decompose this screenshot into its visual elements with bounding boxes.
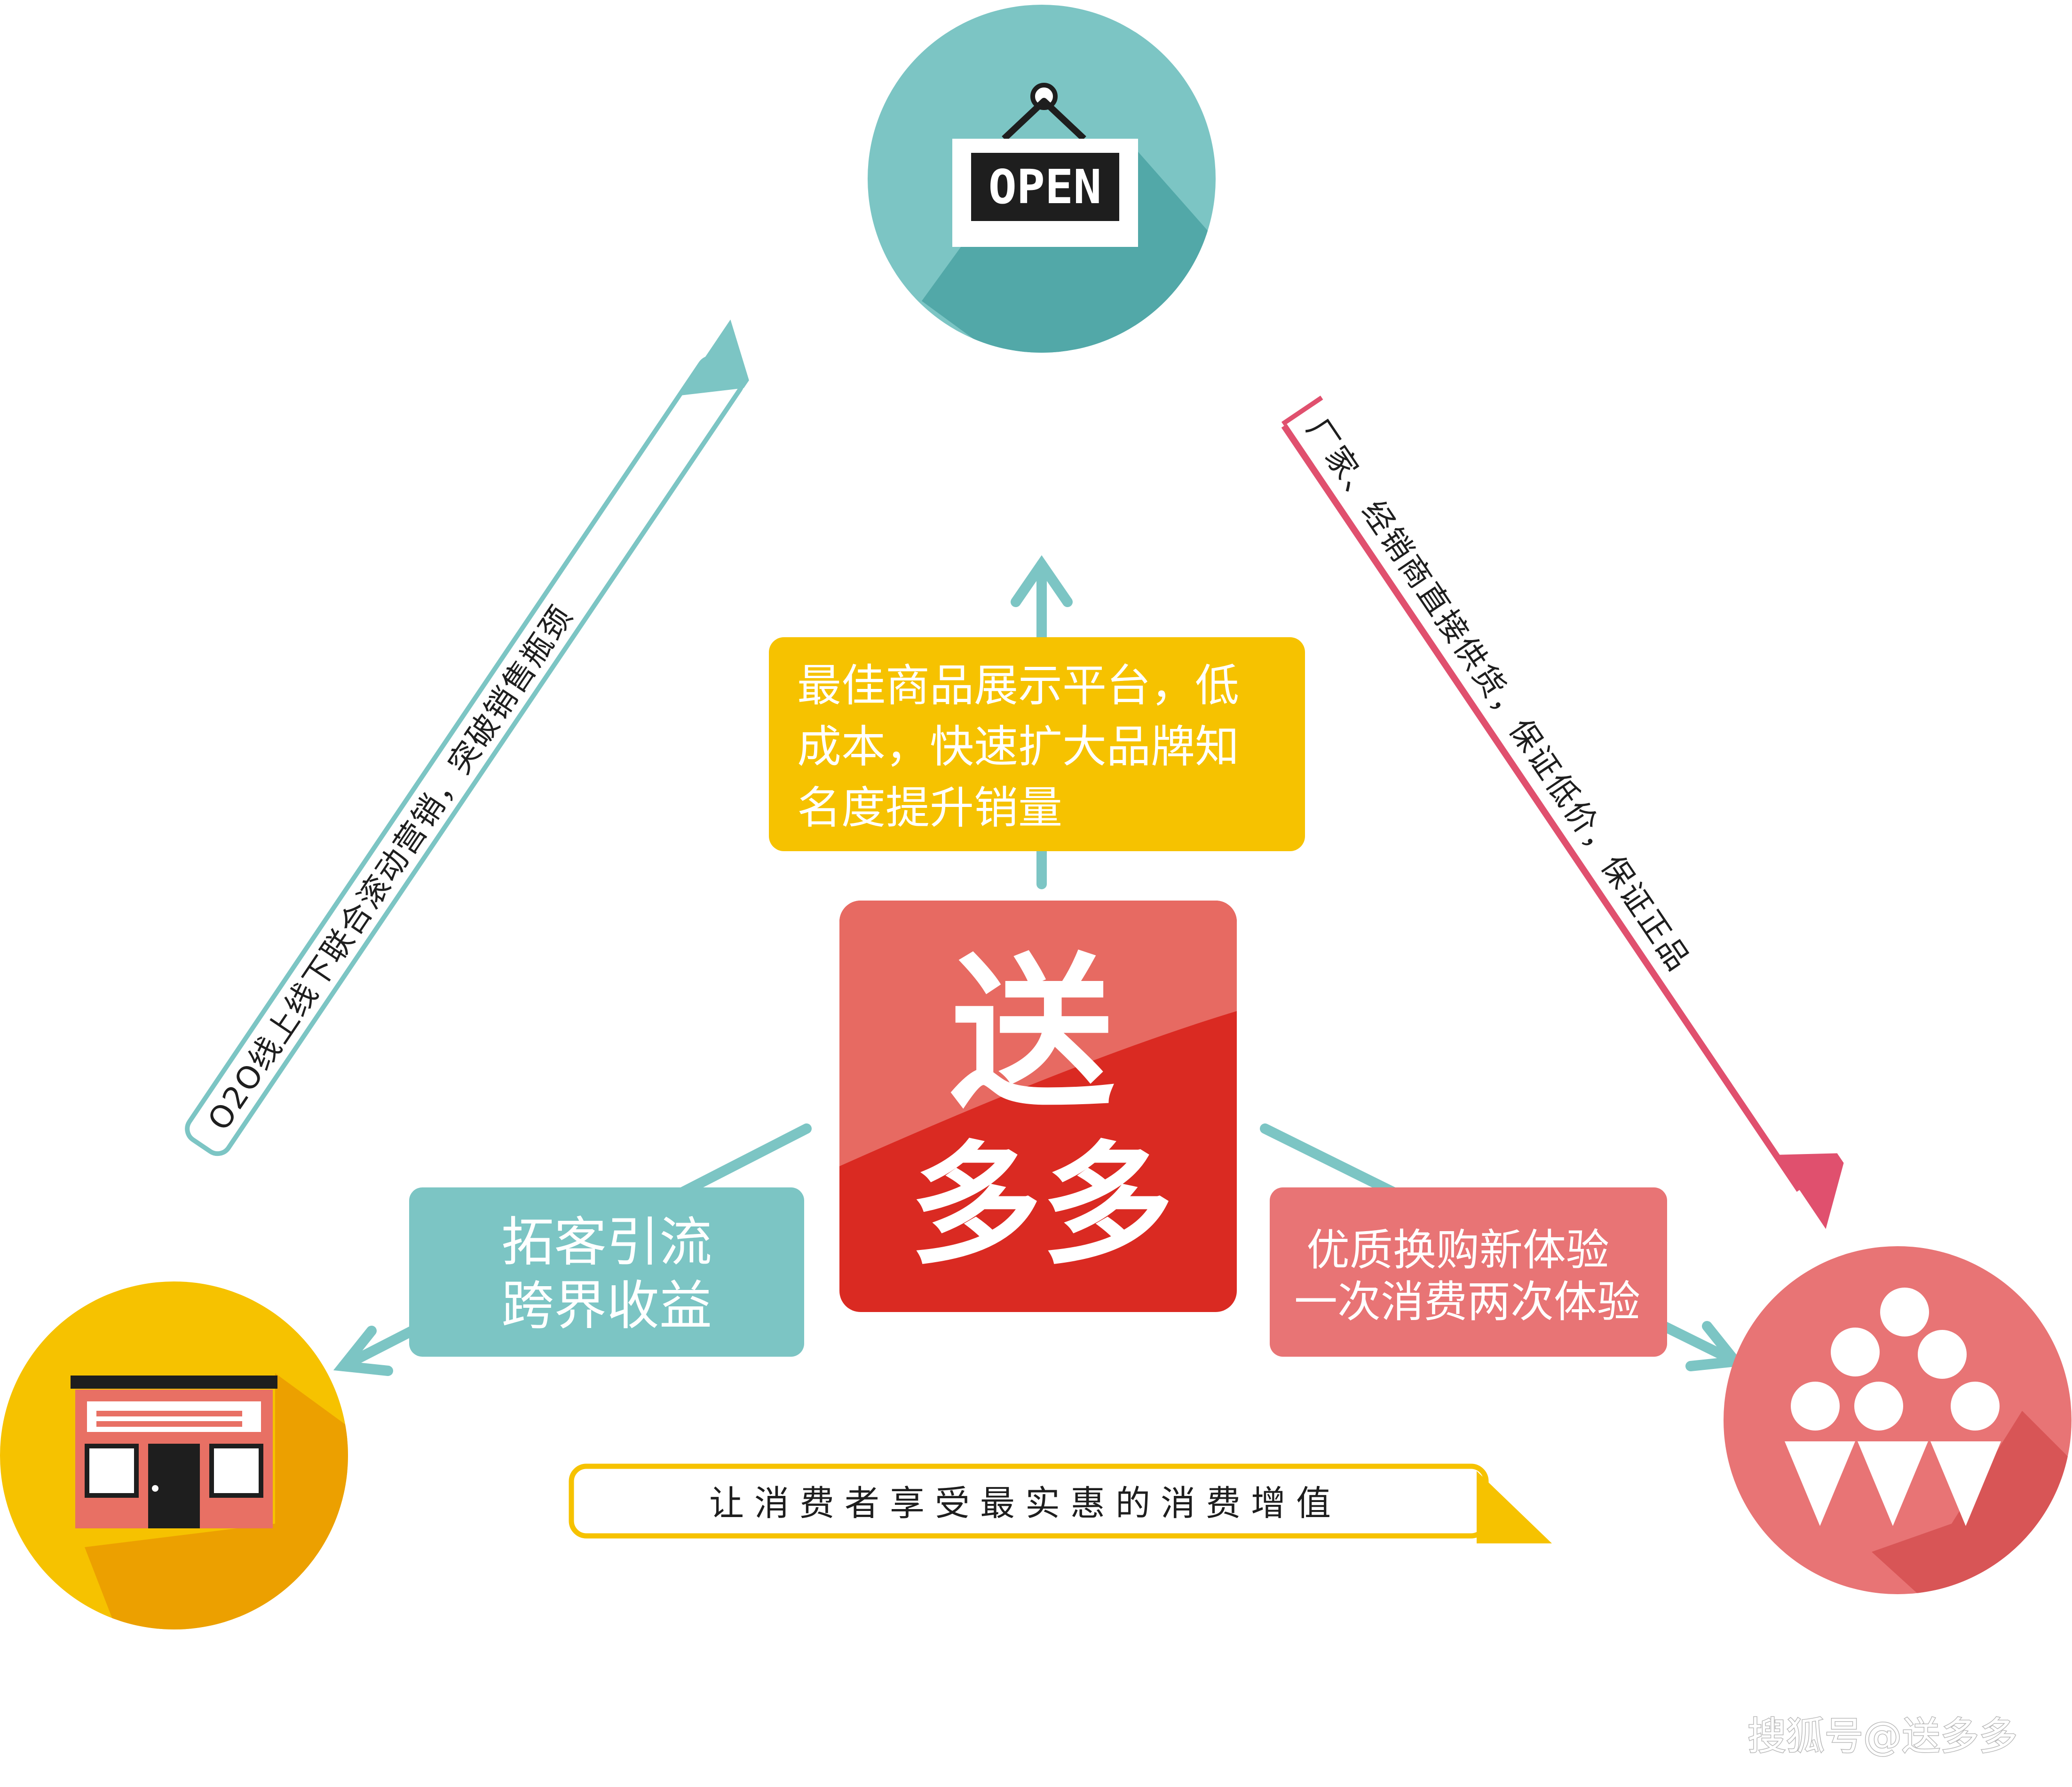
center-logo: 送 多多 bbox=[839, 901, 1237, 1312]
top-box-line-2: 成本，快速扩大品牌知 bbox=[797, 721, 1239, 773]
watermark-text: 搜狐号@送多多 bbox=[1748, 1714, 2017, 1759]
right-banner: 厂家、经销商直接供货，保证低价，保证正品 bbox=[1281, 395, 1844, 1229]
center-logo-line-2: 多多 bbox=[910, 1129, 1173, 1282]
left-banner: O2O线上线下联合滚动营销，突破销售瓶颈 bbox=[185, 319, 749, 1156]
left-benefit-box: 拓客引流 跨界收益 bbox=[409, 1187, 804, 1357]
right-box-line-2: 一次消费两次体验 bbox=[1294, 1277, 1640, 1327]
left-box-line-2: 跨界收益 bbox=[501, 1275, 712, 1336]
open-shop-icon: OPEN bbox=[868, 5, 1216, 353]
right-banner-text: 厂家、经销商直接供货，保证低价，保证正品 bbox=[1299, 412, 1698, 979]
bottom-banner: 让消费者享受最实惠的消费增值 bbox=[569, 1463, 1552, 1543]
center-logo-line-1: 送 bbox=[950, 938, 1115, 1130]
top-box-line-3: 名度提升销量 bbox=[797, 783, 1062, 834]
left-box-line-1: 拓客引流 bbox=[501, 1212, 712, 1273]
left-banner-text: O2O线上线下联合滚动营销，突破销售瓶颈 bbox=[201, 599, 580, 1137]
open-sign-text: OPEN bbox=[989, 159, 1102, 214]
store-icon bbox=[0, 1281, 348, 1629]
products-icon bbox=[1724, 1246, 2072, 1594]
bottom-banner-text: 让消费者享受最实惠的消费增值 bbox=[709, 1483, 1341, 1524]
top-benefit-box: 最佳商品展示平台，低 成本，快速扩大品牌知 名度提升销量 bbox=[769, 637, 1305, 851]
top-box-line-1: 最佳商品展示平台，低 bbox=[797, 660, 1239, 712]
right-box-line-1: 优质换购新体验 bbox=[1306, 1225, 1609, 1275]
right-benefit-box: 优质换购新体验 一次消费两次体验 bbox=[1270, 1187, 1667, 1357]
